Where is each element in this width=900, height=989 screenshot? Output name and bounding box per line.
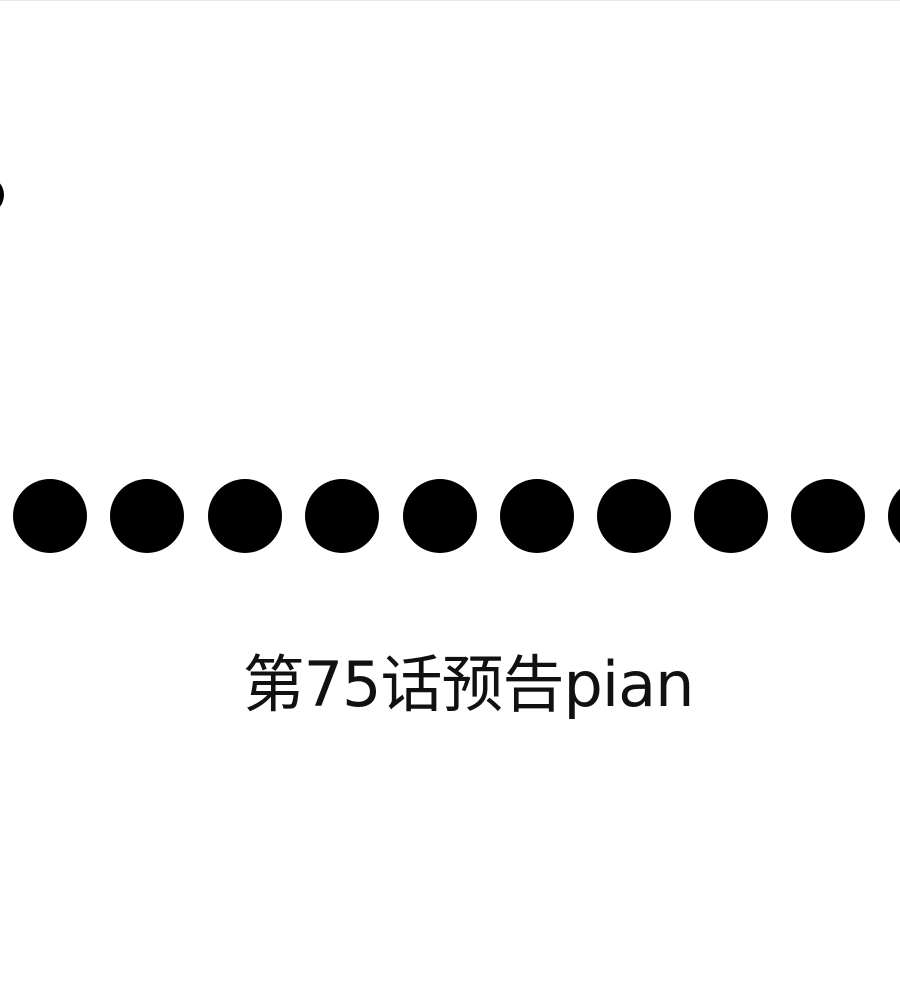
top-border xyxy=(0,0,900,1)
chapter-preview-title: 第75话预告pian xyxy=(242,648,695,721)
edge-dot-fragment xyxy=(0,176,4,214)
dot xyxy=(110,479,184,553)
dot xyxy=(208,479,282,553)
dot xyxy=(305,479,379,553)
dot xyxy=(13,479,87,553)
dot-separator-row xyxy=(0,479,900,553)
dot xyxy=(597,479,671,553)
dot xyxy=(500,479,574,553)
dot xyxy=(888,479,900,553)
dot xyxy=(791,479,865,553)
dot xyxy=(694,479,768,553)
dot xyxy=(403,479,477,553)
